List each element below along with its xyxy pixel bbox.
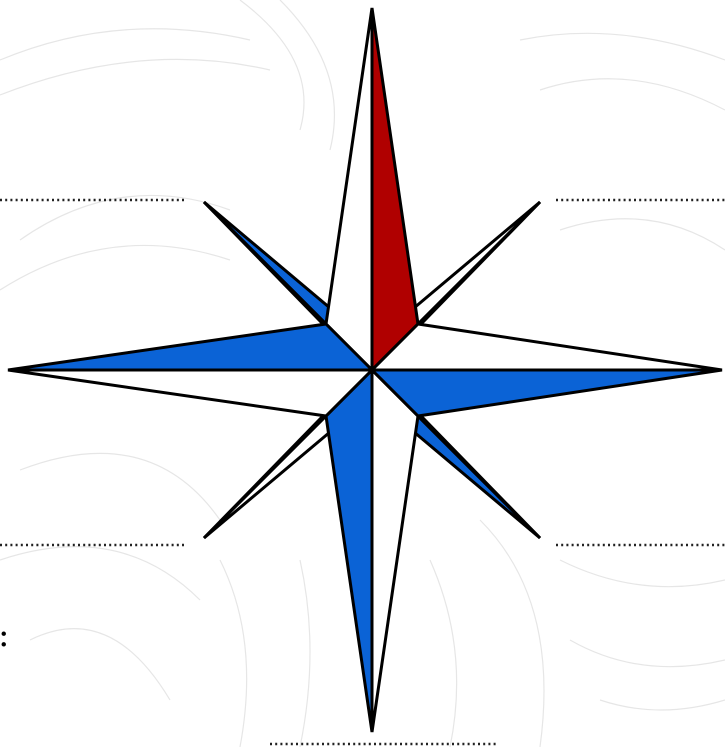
east-point-top: [372, 324, 722, 370]
north-point-right-red: [372, 8, 418, 370]
cardinal-points: [8, 8, 722, 732]
east-point-bottom-blue: [372, 370, 722, 416]
south-point-left-blue: [326, 370, 372, 732]
west-point-top-blue: [8, 324, 372, 370]
west-point-bottom: [8, 370, 372, 416]
north-point-left: [326, 8, 372, 370]
cut-off-label: :: [0, 615, 9, 655]
south-point-right: [372, 370, 418, 732]
